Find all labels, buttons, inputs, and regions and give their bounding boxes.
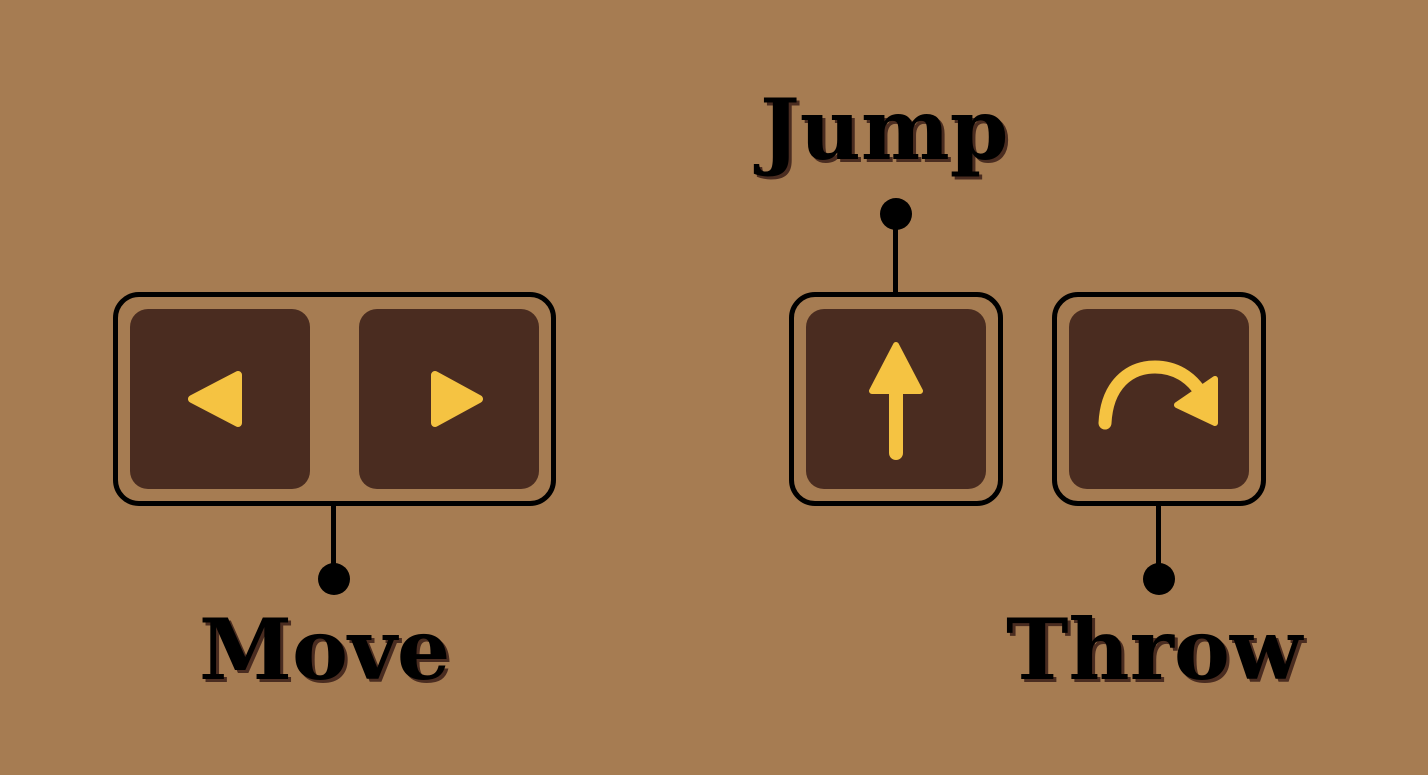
throw-connector-line — [1156, 506, 1161, 576]
jump-label: Jump — [760, 80, 1009, 179]
jump-connector-line — [893, 214, 898, 294]
throw-connector-dot — [1143, 563, 1175, 595]
curved-arrow-right-icon — [1098, 360, 1218, 430]
throw-label: Throw — [1006, 600, 1303, 699]
move-right-key[interactable] — [359, 309, 539, 489]
arrow-up-icon — [869, 342, 923, 460]
throw-key[interactable] — [1069, 309, 1249, 489]
move-label: Move — [199, 600, 451, 699]
move-connector-line — [331, 506, 336, 576]
triangle-right-icon — [431, 371, 483, 427]
move-left-key[interactable] — [130, 309, 310, 489]
triangle-left-icon — [188, 371, 242, 427]
move-connector-dot — [318, 563, 350, 595]
jump-key[interactable] — [806, 309, 986, 489]
